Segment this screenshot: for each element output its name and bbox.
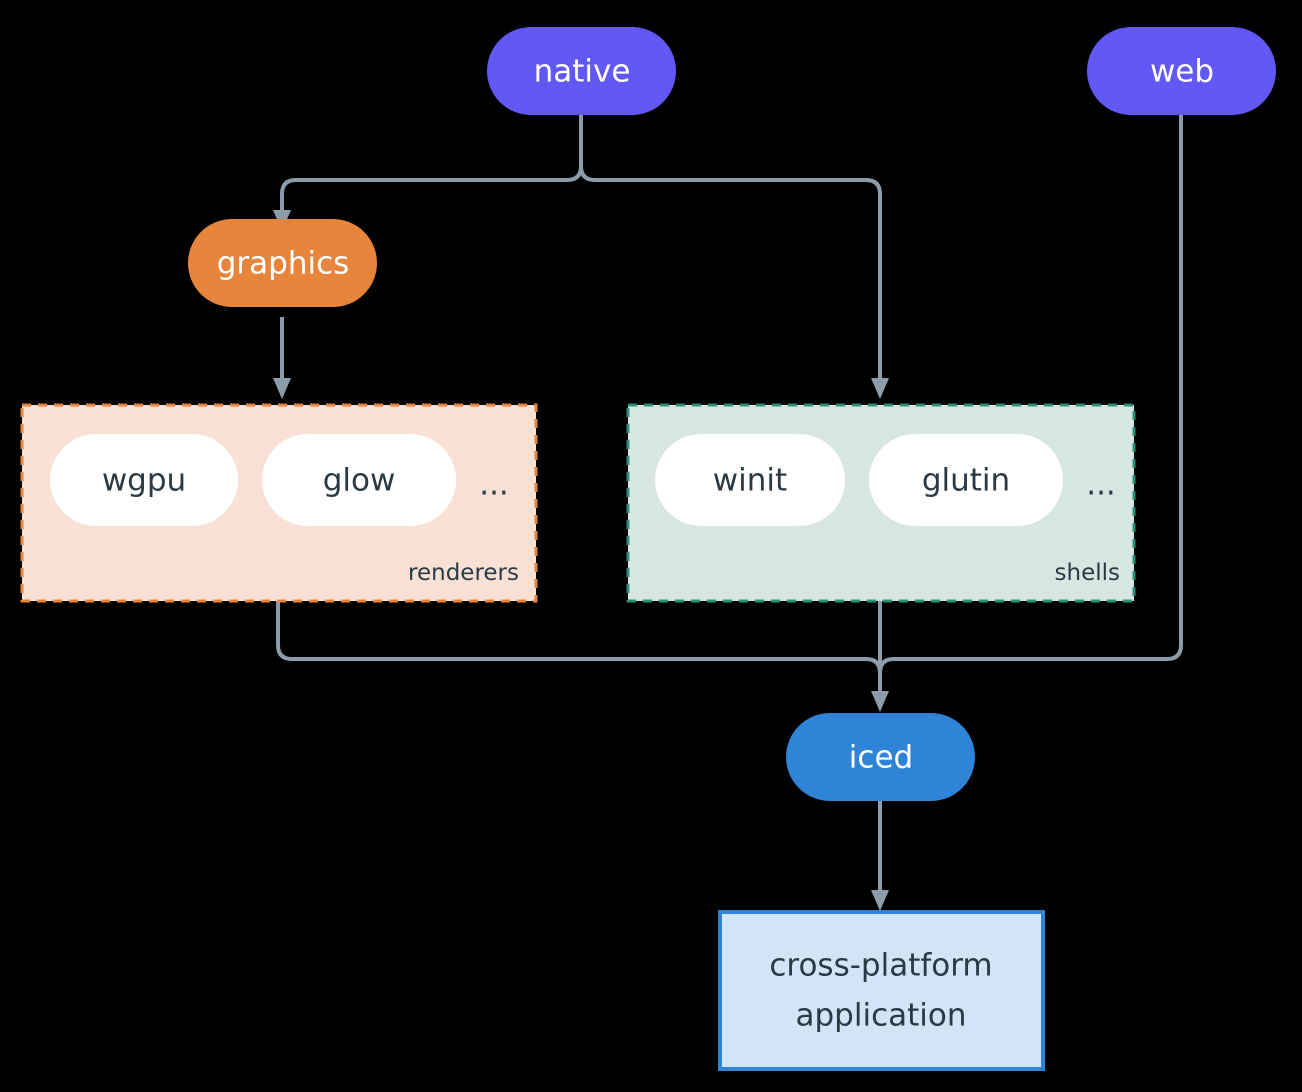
arrowhead-graphics-to-renderers [273,378,291,399]
leaf-pill-wgpu[interactable] [50,434,238,526]
group-caption-shells: shells [1055,560,1120,586]
node-web[interactable]: web [1087,27,1276,115]
shells-overflow-ellipsis: ... [1086,467,1116,503]
node-iced[interactable]: iced [786,713,975,801]
node-application-shape[interactable] [718,910,1045,1071]
node-web-shape[interactable] [1087,27,1276,115]
node-graphics[interactable]: graphics [188,219,377,307]
leaf-pill-winit[interactable] [655,434,845,526]
node-graphics-label: graphics [217,246,350,282]
group-renderers: wgpu glow ... renderers [20,403,538,603]
leaf-label-winit: winit [713,463,787,499]
node-application-label-line1: cross-platform [769,948,992,984]
edge-native-to-shells [579,115,882,378]
edge-renderers-to-iced [276,601,882,692]
node-native-shape[interactable] [487,27,676,115]
node-application-label-line2: application [796,998,967,1034]
edge-layer [273,115,1183,911]
group-shells: winit glutin ... shells [626,403,1136,603]
node-native[interactable]: native [487,27,676,115]
leaf-label-glow: glow [323,463,396,499]
leaf-label-glutin: glutin [922,463,1010,499]
arrowhead-native-to-shells [871,378,889,399]
leaf-label-wgpu: wgpu [102,463,186,499]
node-web-label: web [1150,54,1214,90]
leaf-pill-glow[interactable] [262,434,456,526]
group-caption-renderers: renderers [408,560,519,586]
node-graphics-shape[interactable] [188,219,377,307]
node-iced-label: iced [849,740,913,776]
leaf-pill-glutin[interactable] [869,434,1063,526]
arrowhead-iced-to-application [871,890,889,911]
node-native-label: native [534,54,631,90]
edge-native-to-graphics [280,115,583,212]
node-application[interactable]: cross-platform application [718,910,1045,1071]
edge-web-to-iced [878,115,1183,692]
renderers-overflow-ellipsis: ... [479,467,509,503]
node-iced-shape[interactable] [786,713,975,801]
arrowhead-merge-to-iced [871,691,889,712]
